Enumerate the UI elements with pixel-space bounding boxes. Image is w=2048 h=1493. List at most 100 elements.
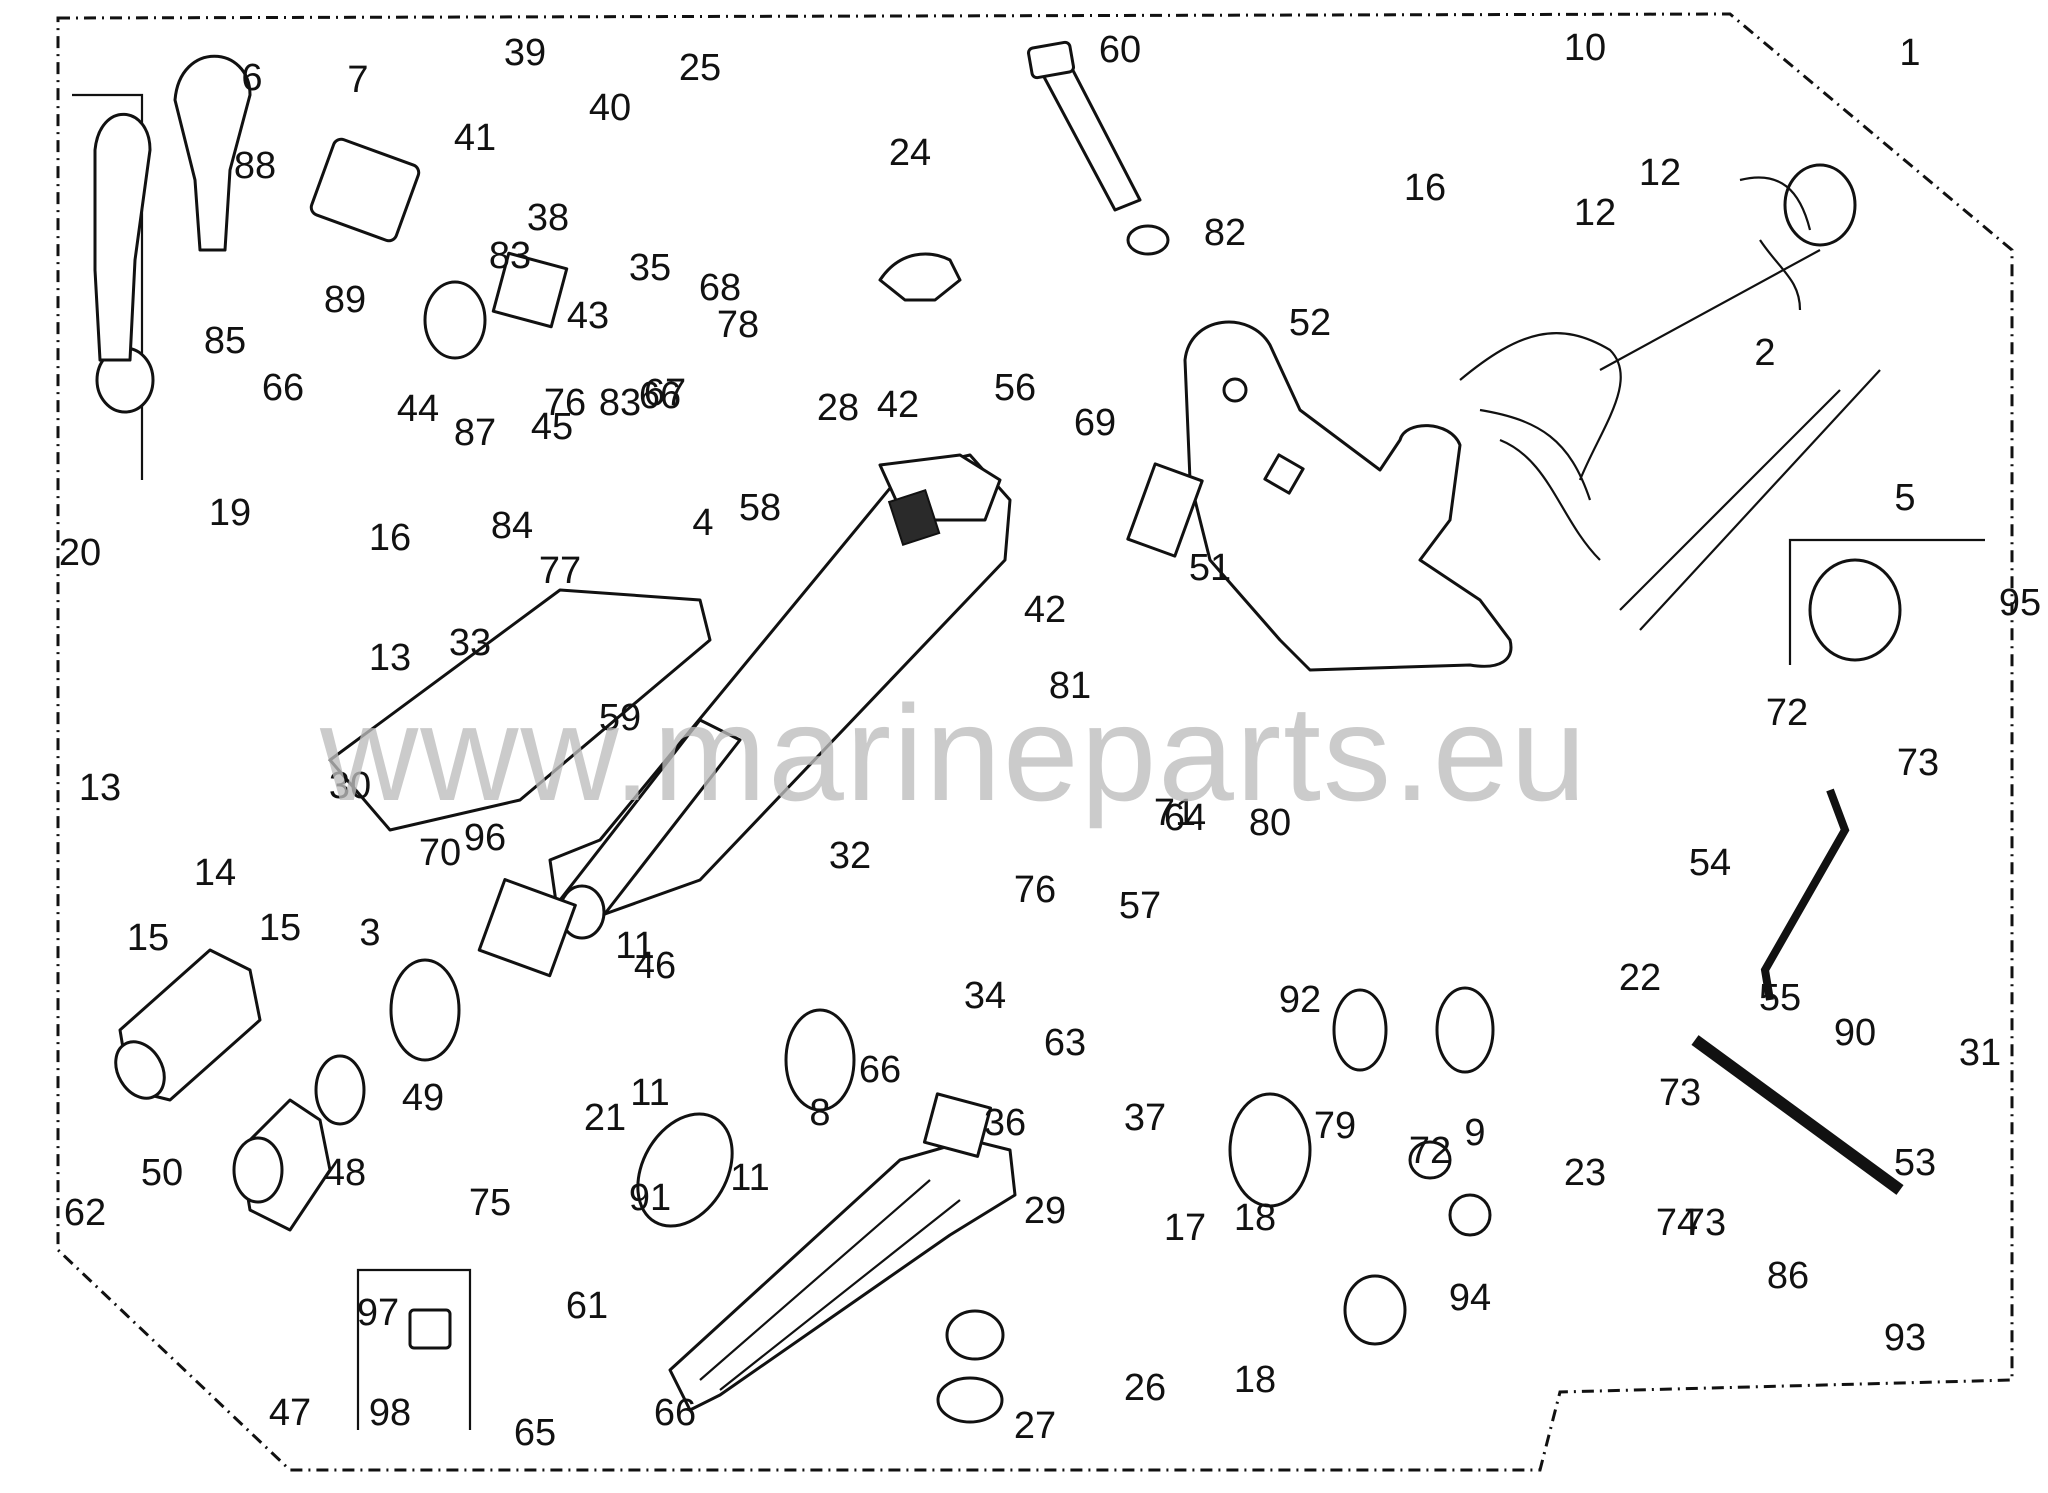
- callout-96: 96: [464, 817, 506, 859]
- handle-6: [173, 54, 252, 252]
- callout-11: 11: [730, 1157, 769, 1199]
- callout-50: 50: [141, 1152, 183, 1194]
- callout-42: 42: [877, 384, 919, 426]
- callout-23: 23: [1564, 1152, 1606, 1194]
- callout-16: 16: [369, 517, 411, 559]
- callout-51: 51: [1189, 547, 1231, 589]
- callout-12: 12: [1574, 192, 1616, 234]
- callout-32: 32: [829, 835, 871, 877]
- callout-93: 93: [1884, 1317, 1926, 1359]
- nut-71: [1408, 1140, 1452, 1180]
- watermark: www.marineparts.eu: [319, 677, 1588, 829]
- clip-51: [1126, 462, 1204, 558]
- grip-47: [232, 1098, 332, 1232]
- washer-81: [1126, 224, 1170, 256]
- plate-36: [922, 1092, 993, 1158]
- callout-80: 80: [1249, 802, 1291, 844]
- callout-44: 44: [397, 388, 439, 430]
- handle-97: [93, 112, 152, 362]
- callout-91: 91: [629, 1177, 671, 1219]
- callout-40: 40: [589, 87, 631, 129]
- housing-94: [477, 878, 577, 978]
- callout-72: 72: [1409, 1130, 1451, 1172]
- callout-62: 62: [64, 1192, 106, 1234]
- callout-82: 82: [1204, 212, 1246, 254]
- callout-10: 10: [1564, 27, 1606, 69]
- clip-95: [408, 1308, 452, 1350]
- callout-83: 83: [489, 235, 531, 277]
- callout-95: 95: [1999, 582, 2041, 624]
- callout-73: 73: [1684, 1202, 1726, 1244]
- callout-88: 88: [234, 145, 276, 187]
- callout-77: 77: [539, 550, 581, 592]
- callout-43: 43: [567, 295, 609, 337]
- callout-38: 38: [527, 197, 569, 239]
- callout-18: 18: [1234, 1359, 1276, 1401]
- callout-7: 7: [347, 59, 368, 101]
- callout-83: 83: [599, 382, 641, 424]
- callout-56: 56: [994, 367, 1036, 409]
- bracket-24: [878, 252, 962, 302]
- throttle-tube-59: [558, 718, 742, 940]
- callout-45: 45: [531, 406, 573, 448]
- callout-84: 84: [491, 505, 533, 547]
- callout-5: 5: [1894, 477, 1915, 519]
- callout-24: 24: [889, 132, 931, 174]
- callout-65: 65: [514, 1412, 556, 1454]
- callout-14: 14: [194, 852, 236, 894]
- callout-16: 16: [1404, 167, 1446, 209]
- callout-33: 33: [449, 622, 491, 664]
- cover-89: [636, 1112, 734, 1228]
- cable-2: [1619, 389, 1841, 611]
- callout-90: 90: [1834, 1012, 1876, 1054]
- callout-11: 11: [615, 925, 654, 967]
- callout-79: 79: [1314, 1105, 1356, 1147]
- rod-55: [1691, 1035, 1904, 1195]
- callout-92: 92: [1279, 979, 1321, 1021]
- callout-22: 22: [1619, 957, 1661, 999]
- callout-57: 57: [1119, 885, 1161, 927]
- callout-72: 72: [1766, 692, 1808, 734]
- rod-54: [1760, 788, 1850, 1001]
- callout-37: 37: [1124, 1097, 1166, 1139]
- callout-86: 86: [1767, 1255, 1809, 1297]
- callout-25: 25: [679, 47, 721, 89]
- bearing-48: [314, 1054, 366, 1126]
- callout-13: 13: [369, 637, 411, 679]
- callout-71: 71: [1154, 792, 1196, 834]
- callout-97: 97: [357, 1292, 399, 1334]
- nut-92: [1448, 1193, 1492, 1237]
- callout-53: 53: [1894, 1142, 1936, 1184]
- callout-73: 73: [1897, 742, 1939, 784]
- inset-frame-93: [1788, 538, 1985, 665]
- callout-55: 55: [1759, 977, 1801, 1019]
- callout-76: 76: [544, 382, 586, 424]
- callout-15: 15: [127, 917, 169, 959]
- callout-41: 41: [454, 117, 496, 159]
- callout-15: 15: [259, 907, 301, 949]
- callout-66: 66: [654, 1392, 696, 1434]
- callout-64: 64: [1164, 797, 1206, 839]
- callout-69: 69: [1074, 402, 1116, 444]
- callout-61: 61: [566, 1285, 608, 1327]
- diagram-frame: [56, 12, 2014, 1472]
- callout-6: 6: [241, 57, 262, 99]
- callout-49: 49: [402, 1077, 444, 1119]
- callout-36: 36: [984, 1102, 1026, 1144]
- callout-13: 13: [79, 767, 121, 809]
- callout-31: 31: [1959, 1032, 2001, 1074]
- callout-9: 9: [1464, 1112, 1485, 1154]
- callout-20: 20: [59, 532, 101, 574]
- callout-1: 1: [1899, 32, 1920, 74]
- callout-39: 39: [504, 32, 546, 74]
- knob-93: [1808, 558, 1902, 662]
- callout-98: 98: [369, 1392, 411, 1434]
- callout-18: 18: [1234, 1197, 1276, 1239]
- callout-81: 81: [1049, 665, 1091, 707]
- callout-58: 58: [739, 487, 781, 529]
- callout-66: 66: [859, 1049, 901, 1091]
- wire-harness-10: [1459, 163, 1857, 561]
- callout-94: 94: [1449, 1277, 1491, 1319]
